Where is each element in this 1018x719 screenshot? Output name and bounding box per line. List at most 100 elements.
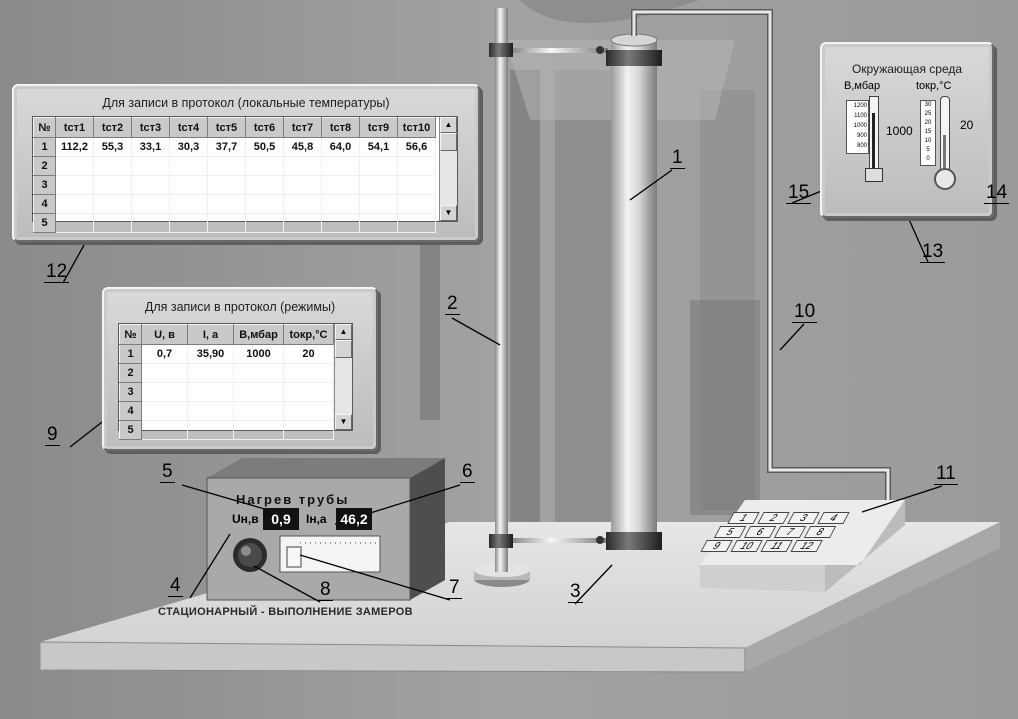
local-temp-cell[interactable] (55, 156, 94, 176)
keypad-key[interactable]: 10 (730, 540, 763, 552)
local-temp-cell[interactable] (207, 213, 246, 233)
modes-cell[interactable]: 1000 (233, 344, 284, 364)
local-temp-table-row[interactable]: 2 (33, 156, 436, 176)
local-temp-cell[interactable]: 54,1 (359, 137, 398, 157)
local-temp-cell[interactable] (131, 213, 170, 233)
local-temp-cell[interactable] (93, 175, 132, 195)
local-temp-cell[interactable] (55, 175, 94, 195)
local-temp-cell[interactable] (321, 156, 360, 176)
local-temp-table-row[interactable]: 5 (33, 213, 436, 233)
scroll-up-arrow-icon[interactable]: ▲ (440, 117, 457, 133)
modes-cell[interactable] (283, 382, 334, 402)
local-temp-cell[interactable] (207, 175, 246, 195)
modes-cell[interactable] (283, 401, 334, 421)
local-temp-cell[interactable]: 33,1 (131, 137, 170, 157)
local-temp-cell[interactable] (397, 194, 436, 214)
local-temp-cell[interactable] (321, 194, 360, 214)
modes-cell[interactable] (141, 420, 188, 440)
local-temp-cell[interactable] (169, 194, 208, 214)
keypad-key[interactable]: 9 (700, 540, 733, 552)
local-temp-cell[interactable] (321, 175, 360, 195)
local-temp-cell[interactable] (131, 156, 170, 176)
modes-cell[interactable]: 0,7 (141, 344, 188, 364)
keypad-key[interactable]: 8 (803, 526, 837, 538)
scroll-thumb[interactable] (335, 340, 352, 358)
local-temp-cell[interactable]: 50,5 (245, 137, 284, 157)
local-temp-table-row[interactable]: 3 (33, 175, 436, 195)
local-temp-cell[interactable] (131, 175, 170, 195)
local-temp-cell[interactable] (245, 213, 284, 233)
modes-cell[interactable] (187, 363, 234, 383)
modes-cell[interactable] (233, 382, 284, 402)
local-temp-cell[interactable] (397, 175, 436, 195)
modes-cell[interactable] (233, 401, 284, 421)
modes-table-row[interactable]: 2 (119, 363, 334, 383)
local-temp-cell[interactable]: 45,8 (283, 137, 322, 157)
scroll-down-arrow-icon[interactable]: ▼ (335, 414, 352, 430)
keypad-key[interactable]: 5 (713, 526, 747, 538)
modes-scrollbar[interactable]: ▲ ▼ (334, 324, 352, 430)
modes-cell[interactable] (141, 401, 188, 421)
keypad-key[interactable]: 4 (817, 512, 850, 524)
modes-cell[interactable] (187, 420, 234, 440)
modes-table-row[interactable]: 3 (119, 382, 334, 402)
local-temp-cell[interactable] (397, 213, 436, 233)
keypad-key[interactable]: 1 (727, 512, 760, 524)
local-temp-cell[interactable]: 112,2 (55, 137, 94, 157)
local-temp-cell[interactable]: 37,7 (207, 137, 246, 157)
keypad-key[interactable]: 6 (743, 526, 777, 538)
local-temp-cell[interactable] (93, 156, 132, 176)
local-temp-cell[interactable] (283, 213, 322, 233)
local-temp-cell[interactable] (207, 156, 246, 176)
modes-cell[interactable] (233, 420, 284, 440)
local-temp-cell[interactable]: 55,3 (93, 137, 132, 157)
modes-table-row[interactable]: 5 (119, 420, 334, 440)
local-temp-cell[interactable] (321, 213, 360, 233)
modes-table-row[interactable]: 4 (119, 401, 334, 421)
local-temp-table-row[interactable]: 4 (33, 194, 436, 214)
local-temp-cell[interactable] (169, 175, 208, 195)
local-temp-cell[interactable] (55, 194, 94, 214)
modes-cell[interactable] (283, 363, 334, 383)
local-temp-cell[interactable] (283, 156, 322, 176)
local-temp-cell[interactable] (283, 175, 322, 195)
local-temp-cell[interactable] (359, 156, 398, 176)
keypad-key[interactable]: 2 (757, 512, 790, 524)
local-temp-cell[interactable] (283, 194, 322, 214)
modes-cell[interactable] (233, 363, 284, 383)
local-temp-cell[interactable] (131, 194, 170, 214)
power-knob[interactable] (233, 538, 267, 572)
local-temp-cell[interactable] (359, 175, 398, 195)
local-temp-cell[interactable] (245, 156, 284, 176)
modes-cell[interactable] (283, 420, 334, 440)
modes-cell[interactable] (187, 401, 234, 421)
keypad-key[interactable]: 12 (790, 540, 823, 552)
modes-cell[interactable] (187, 382, 234, 402)
power-slider[interactable] (280, 536, 380, 572)
local-temp-cell[interactable] (359, 194, 398, 214)
modes-cell[interactable] (141, 382, 188, 402)
local-temp-cell[interactable] (245, 194, 284, 214)
local-temp-cell[interactable] (359, 213, 398, 233)
scroll-thumb[interactable] (440, 133, 457, 151)
local-temp-cell[interactable] (93, 213, 132, 233)
keypad-key[interactable]: 7 (773, 526, 807, 538)
local-temp-cell[interactable] (169, 156, 208, 176)
scroll-down-arrow-icon[interactable]: ▼ (440, 205, 457, 221)
local-temp-cell[interactable] (93, 194, 132, 214)
local-temp-cell[interactable] (245, 175, 284, 195)
local-temp-cell[interactable] (169, 213, 208, 233)
local-temp-cell[interactable]: 30,3 (169, 137, 208, 157)
local-temp-cell[interactable]: 64,0 (321, 137, 360, 157)
local-temperatures-scrollbar[interactable]: ▲ ▼ (439, 117, 457, 221)
modes-cell[interactable]: 20 (283, 344, 334, 364)
local-temp-cell[interactable] (55, 213, 94, 233)
local-temp-cell[interactable]: 56,6 (397, 137, 436, 157)
keypad-key[interactable]: 3 (787, 512, 820, 524)
local-temp-cell[interactable] (397, 156, 436, 176)
scroll-up-arrow-icon[interactable]: ▲ (335, 324, 352, 340)
